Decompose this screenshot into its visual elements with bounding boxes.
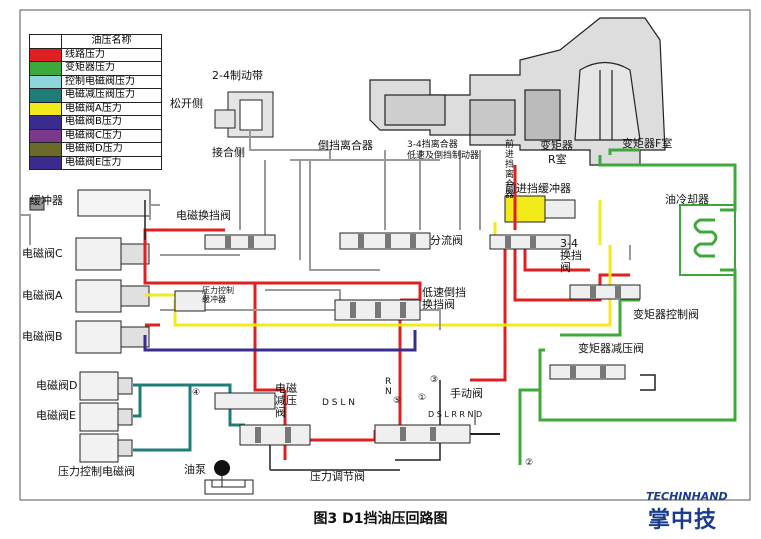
- manual-valve-lever: [470, 410, 500, 435]
- label-r-chamber: R室: [548, 153, 567, 166]
- legend-swatch: [30, 116, 62, 129]
- label-low-reverse-shift-valve: 低速倒挡换挡阀: [422, 286, 466, 311]
- forward-accumulator: [504, 195, 576, 223]
- label-solenoid-a: 电磁阀A: [22, 289, 63, 302]
- label-pressure-control-solenoid: 压力控制电磁阀: [58, 465, 135, 478]
- control-lines-gray: [20, 130, 631, 330]
- label-oil-cooler: 油冷却器: [665, 193, 709, 206]
- label-apply-side: 接合侧: [212, 146, 245, 159]
- legend-swatch: [30, 48, 62, 61]
- marker-2: ②: [525, 458, 534, 468]
- legend-header: 油压名称: [30, 35, 161, 48]
- legend-item: 电磁减压阀压力: [30, 88, 161, 102]
- label-solenoid-c: 电磁阀C: [22, 247, 63, 260]
- label-f-chamber: 变矩器F室: [622, 137, 673, 150]
- legend-label: 控制电磁阀压力: [65, 75, 135, 87]
- legend-label: 电磁阀A压力: [65, 102, 122, 114]
- label-pressure-control-accumulator: 压力控制缓冲器: [202, 286, 234, 304]
- valve-spool-lands: [225, 234, 621, 443]
- legend-item: 变矩器压力: [30, 61, 161, 75]
- transmission-housing: [369, 17, 666, 166]
- oil-pump: [204, 460, 254, 495]
- accumulator: [29, 189, 151, 217]
- legend-swatch: [30, 89, 62, 102]
- legend-item: 电磁阀B压力: [30, 115, 161, 129]
- label-diverter-valve: 分流阀: [430, 234, 463, 247]
- label-band-24: 2-4制动带: [212, 69, 263, 82]
- figure-caption: 图3 D1挡油压回路图: [313, 511, 448, 527]
- legend-swatch: [30, 143, 62, 156]
- label-manual-valve: 手动阀: [450, 387, 483, 400]
- label-solenoid-b: 电磁阀B: [22, 330, 63, 343]
- legend-label: 电磁阀B压力: [65, 116, 122, 127]
- legend-item: 电磁阀A压力: [30, 101, 161, 115]
- label-reverse-clutch: 倒挡离合器: [318, 139, 373, 152]
- label-rn: R N: [385, 377, 392, 397]
- marker-1: ①: [418, 393, 427, 403]
- legend-swatch: [30, 62, 62, 75]
- marker-3: ③: [430, 375, 439, 385]
- label-low-reverse-brake: 低速及倒挡制动器: [407, 151, 480, 161]
- brand-logo-en: TECHINHAND: [646, 490, 728, 503]
- label-dsln: D S L N: [322, 398, 355, 408]
- label-clutch-34: 3-4挡离合器: [407, 140, 458, 150]
- brand-logo-cn: 掌中技: [648, 508, 718, 533]
- label-solenoid-reducing-valve: 电磁减压阀: [275, 382, 297, 419]
- legend-swatch: [30, 102, 62, 115]
- legend-label: 电磁减压阀压力: [65, 89, 135, 100]
- legend-item: 电磁阀D压力: [30, 142, 161, 156]
- legend-item: 控制电磁阀压力: [30, 74, 161, 88]
- legend-label: 电磁阀D压力: [65, 143, 123, 154]
- legend-title: 油压名称: [91, 35, 132, 46]
- solenoid-b-lines: [143, 330, 417, 352]
- converter-pressure-lines: [518, 148, 737, 465]
- legend-label: 线路压力: [65, 48, 105, 60]
- legend-item: 线路压力: [30, 47, 161, 61]
- label-solenoid-shift-valve: 电磁换挡阀: [176, 209, 231, 222]
- label-pressure-regulator: 压力调节阀: [310, 470, 365, 483]
- label-solenoid-d: 电磁阀D: [36, 379, 78, 392]
- legend-label: 电磁阀C压力: [65, 129, 122, 141]
- legend-swatch: [30, 156, 62, 169]
- label-oil-pump: 油泵: [184, 463, 206, 476]
- label-converter-control-valve: 变矩器控制阀: [633, 308, 699, 321]
- exhaust-lines-black: [144, 200, 441, 471]
- label-converter-reducing-valve: 变矩器减压阀: [578, 342, 644, 355]
- legend-label: 变矩器压力: [65, 62, 115, 73]
- label-solenoid-e: 电磁阀E: [36, 409, 76, 422]
- band-24-servo: [214, 91, 274, 138]
- legend-label: 电磁阀E压力: [65, 156, 122, 168]
- oil-cooler: [679, 204, 736, 276]
- legend-item: 电磁阀E压力: [30, 155, 161, 169]
- label-forward-clutch: 前进挡离合器: [505, 140, 515, 200]
- marker-4: ④: [192, 388, 201, 398]
- label-accumulator: 缓冲器: [30, 194, 63, 207]
- right-connector: [640, 374, 656, 391]
- label-manual-positions: D S L R R N D: [428, 410, 483, 419]
- label-forward-accumulator: 前进挡缓冲器: [505, 182, 571, 195]
- marker-5: ⑤: [393, 396, 402, 406]
- label-shift-valve-34: 3-4换挡阀: [560, 237, 582, 274]
- pressure-legend: 油压名称 线路压力 变矩器压力 控制电磁阀压力 电磁减压阀压力 电磁阀A压力 电…: [29, 34, 162, 170]
- label-release-side: 松开侧: [170, 97, 203, 110]
- legend-swatch: [30, 75, 62, 88]
- legend-item: 电磁阀C压力: [30, 128, 161, 142]
- label-converter: 变矩器: [540, 139, 573, 152]
- legend-swatch: [30, 129, 62, 142]
- legend-swatch-blank: [30, 35, 62, 48]
- solenoid-bodies: [75, 237, 150, 463]
